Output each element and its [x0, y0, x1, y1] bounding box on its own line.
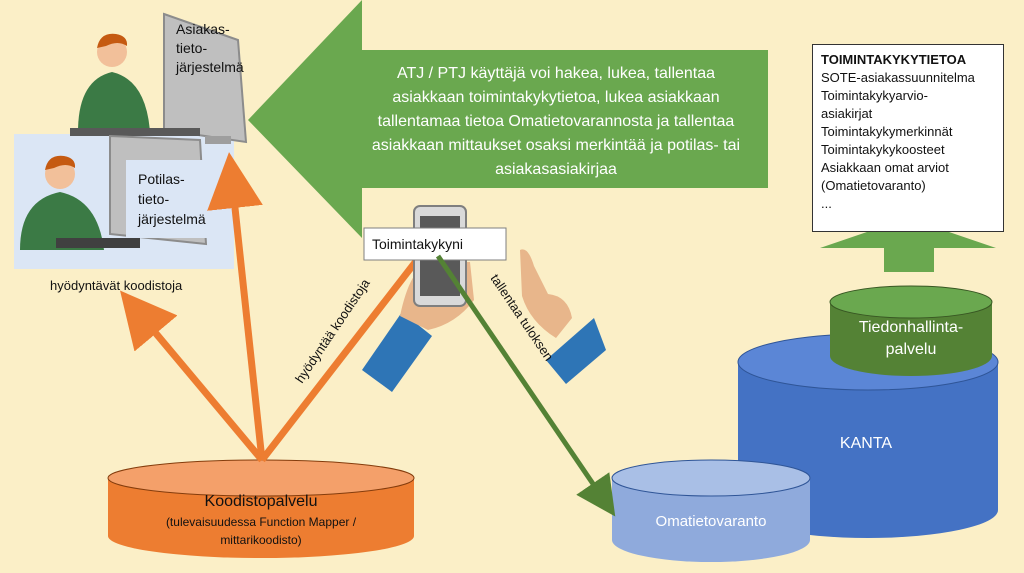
arrow-to-potilas	[207, 152, 266, 461]
asiakas-computer-illustration	[70, 12, 248, 144]
koodisto-sub2: mittarikoodisto)	[220, 533, 301, 547]
tiedonhallinta-line1: Tiedonhallinta-	[859, 319, 963, 336]
person-body-bottom	[20, 192, 104, 250]
hand-left-sleeve	[362, 312, 432, 392]
info-line: SOTE-asiakassuunnitelma	[821, 70, 975, 85]
app-label: Toimintakykyni	[372, 236, 463, 252]
info-box: TOIMINTAKYKYTIETOA SOTE-asiakassuunnitel…	[812, 44, 1004, 232]
tiedonhallinta-body	[830, 302, 992, 376]
koodisto-sub1: (tulevaisuudessa Function Mapper /	[166, 515, 357, 529]
callout-line: asiakasasiakirjaa	[495, 161, 617, 178]
tiedonhallinta-database	[829, 285, 993, 376]
tiedonhallinta-line2: palvelu	[886, 341, 937, 358]
omatieto-top	[611, 459, 811, 497]
koodisto-title: Koodistopalvelu	[205, 493, 318, 510]
koodisto-database	[107, 459, 415, 558]
tiedonhallinta-top	[829, 285, 993, 319]
info-title: TOIMINTAKYKYTIETOA	[821, 52, 967, 67]
app-label-box	[363, 227, 507, 261]
asiakas-system-label: tieto-	[176, 40, 207, 56]
up-arrow-shape	[820, 218, 996, 272]
callout-arrow	[248, 0, 768, 238]
arrow-to-phone	[259, 215, 452, 463]
info-line: Asiakkaan omat arviot	[821, 160, 949, 175]
potilas-system-label: järjestelmä	[137, 211, 206, 227]
potilas-computer-illustration	[20, 134, 234, 250]
koodisto-body	[108, 478, 414, 558]
info-line: ...	[821, 196, 832, 211]
info-line: Toimintakykyarvio-	[821, 88, 928, 103]
monitor-top	[163, 12, 248, 144]
hand-right-sleeve	[546, 318, 606, 384]
info-line: Toimintakykykoosteet	[821, 142, 945, 157]
arrow-to-caption	[120, 290, 265, 463]
systems-caption: hyödyntävät koodistoja	[50, 278, 183, 293]
info-line: asiakirjat	[821, 106, 873, 121]
callout-line: asiakkaan toimintakykytietoa, lukea asia…	[392, 89, 719, 106]
omatieto-body	[612, 478, 810, 562]
keyboard-bottom	[56, 238, 140, 248]
potilas-system-label: tieto-	[138, 191, 169, 207]
asiakas-system-label: Asiakas-	[176, 21, 230, 37]
monitor-stand-top	[205, 136, 231, 144]
person-hair-bottom	[45, 155, 76, 170]
omatieto-title: Omatietovaranto	[656, 513, 767, 530]
koodisto-top	[107, 459, 415, 497]
callout-text: ATJ / PTJ käyttäjä voi hakea, lukea, tal…	[372, 65, 740, 178]
info-line: (Omatietovaranto)	[821, 178, 926, 193]
arrow-save-result	[435, 254, 616, 517]
callout-line: ATJ / PTJ käyttäjä voi hakea, lukea, tal…	[397, 65, 715, 82]
potilas-system-label: Potilas-	[138, 171, 185, 187]
person-body-top	[78, 72, 150, 132]
desk-top	[70, 128, 200, 136]
omatieto-database	[611, 459, 811, 562]
kanta-title: KANTA	[840, 435, 892, 452]
callout-line: asiakkaan mittaukset osaksi merkintää ja…	[372, 137, 740, 154]
asiakas-system-label: järjestelmä	[175, 59, 244, 75]
callout-line: tallentamaa tietoa Omatietovarannosta ja…	[378, 113, 735, 130]
hand-right	[520, 249, 572, 338]
info-line: Toimintakykymerkinnät	[821, 124, 953, 139]
person-hair-top	[97, 33, 128, 48]
